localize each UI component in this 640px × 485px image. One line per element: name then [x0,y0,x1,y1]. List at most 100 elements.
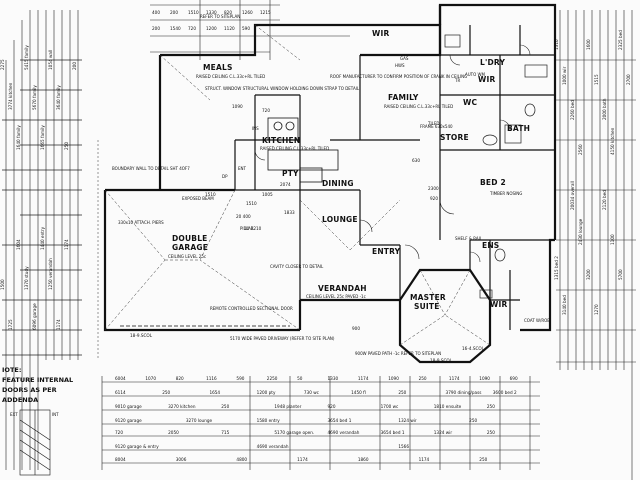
interior-dim-8: 10 1210 [244,226,262,231]
left-dim-6: 1054 wall [48,50,53,70]
note-timber_nosing: TIMBER NOSING [489,191,522,196]
left-dim-11: 1725 [8,319,13,330]
note-verandah_ceiling: CEILING LEVEL 25c PAVED -1c [306,294,366,299]
dim-row-2-1: 3270 kitchen [168,404,196,409]
interior-dim-1: 720 [262,108,270,113]
right-dim-12: 20034 overall [570,181,575,210]
room-label-lounge: LOUNGE [322,215,358,224]
dim-row-0-3: 1116 [206,376,217,381]
dim-row-0-9: 1090 [388,376,399,381]
dim-row-6-3: 1174 [297,457,308,462]
note-dp: DP [222,174,228,179]
right-dim-16: 2120 bed [602,190,607,210]
room-label-bed2: BED 2 [480,178,506,187]
interior-dim-13: 18-9.SCOL [430,358,453,363]
dim-row-0-5: 2250 [267,376,278,381]
left-note-line2: FEATURE INTERNAL [2,376,73,384]
dim-row-4-6: 1324 wir [434,430,453,435]
left-dim-3: 5415 family [24,45,29,70]
right-dim-18: 5700 [618,269,623,280]
note-struct_window: STRUCT. WINDOW STRUCTURAL WINDOW HOLDING… [205,86,360,91]
top-dim-12: 590 [242,26,250,31]
dim-row-5-1: 4690 verandah [257,444,289,449]
note-tr: TR [454,78,460,83]
note-exposed_beam: EXPOSED BEAM [182,196,214,201]
top-dim-6: 1215 [260,10,271,15]
top-dim-10: 1200 [206,26,217,31]
note-labels: RAISED CEILING C.L.33c+RL TILED RAISED CE… [112,14,550,356]
interior-dim-11: 920 [430,196,438,201]
note-refer_siteplan_top: REFER TO SITEPLAN [200,14,240,19]
dim-row-3-2: 1580 entry [257,418,281,423]
note-remote_door: REMOTE CONTROLLED SECTIONAL DOOR [210,306,293,311]
note-shelf: SHELF & RAIL [455,236,483,241]
dim-row-0-1: 1070 [145,376,156,381]
right-dim-4: 1600 [586,39,591,50]
dim-row-1-3: 1200 pty [257,390,276,395]
dim-row-4-0: 720 [115,430,123,435]
left-note-line3: DOORS AS PER [2,386,57,394]
room-label-entry: ENTRY [372,247,401,256]
dim-row-1-1: 250 [162,390,170,395]
note-kitchen_ceiling: RAISED CEILING C.L.33c+RL TILED [260,146,329,151]
dim-row-4-4: 4690 verandah [328,430,360,435]
top-dim-3: 1330 [206,10,217,15]
dim-row-3-3: 3654 bed 1 [328,418,352,423]
dim-row-1-2: 1654 [209,390,220,395]
dim-row-6-6: 250 [479,457,487,462]
note-pillar: PILLAR [240,226,254,231]
room-label-double_garage_2: GARAGE [172,243,208,252]
legend-ext: EXT [10,412,18,417]
interior-dim-12: 18-9.SCOL [130,333,153,338]
note-boundary_wall: BOUNDARY WALL TO DETAIL SHT 4OF7 [112,166,190,171]
left-dim-18: 1174 [64,239,69,250]
room-label-store: STORE [440,133,469,142]
top-dimension-lines [150,0,350,60]
dim-row-3-0: 9120 garage [115,418,142,423]
room-label-wir_bottom: WIR [490,300,507,309]
note-family_ceiling: RAISED CEILING C.L.33c+RL TILED [384,104,453,109]
interior-dim-7: 20 400 [236,214,251,219]
right-dim-3: 2560 [578,144,583,155]
left-dim-10: 1500 [0,279,5,290]
note-tiled: TILED [427,121,439,126]
dim-row-2-4: 920 [328,404,336,409]
dim-row-2-6: 1810 ensuite [434,404,462,409]
dim-row-1-8: 3600 bed 2 [493,390,517,395]
note-coat_wrob: COAT W/ROB [524,318,550,323]
dim-row-1-4: 730 wc [304,390,320,395]
room-label-ens: ENS [482,241,499,250]
right-dim-0: 1310 [554,39,559,50]
dim-row-1-5: 1450 fl [351,390,366,395]
top-dim-0: 400 [152,10,160,15]
right-dim-1: 1000 wir [562,66,567,85]
dim-row-6-0: 8004 [115,457,126,462]
interior-dim-3: 1005 [262,192,273,197]
room-label-ldry: L'DRY [480,58,505,67]
note-hws: HWS [395,63,405,68]
note-path: 900W PAVED PATH -1c REFER TO SITEPLAN [355,351,441,356]
room-labels: MEALSFAMILYKITCHENDININGLOUNGEDOUBLEGARA… [172,29,530,311]
interior-dim-5: 1833 [284,210,295,215]
legend-int: INT [52,412,59,417]
dim-row-5-0: 9120 garage & entry [115,444,159,449]
dim-row-6-4: 1860 [358,457,369,462]
right-dim-8: 2325 bed [618,30,623,50]
note-driveway: 5170 WIDE PAVED DRIVEWAY (REFER TO SITE … [230,336,335,341]
legend-hatch [19,409,51,476]
dim-row-0-0: 6004 [115,376,126,381]
room-label-dining: DINING [322,179,354,188]
dim-row-2-3: 1948 planter [274,404,301,409]
left-dim-15: 1440 entry [40,226,45,250]
room-label-pty: PTY [282,169,299,178]
kitchen-bench [267,117,339,183]
top-dim-9: 720 [188,26,196,31]
right-dim-15: 1270 [594,304,599,315]
room-label-wir_top: WIR [372,29,389,38]
right-dim-2: 2260 bed [570,100,575,120]
dim-row-2-2: 250 [221,404,229,409]
room-label-kitchen: KITCHEN [262,136,300,145]
note-ent: ENT [238,166,247,171]
dim-row-0-12: 1090 [479,376,490,381]
dim-row-0-4: 590 [236,376,244,381]
